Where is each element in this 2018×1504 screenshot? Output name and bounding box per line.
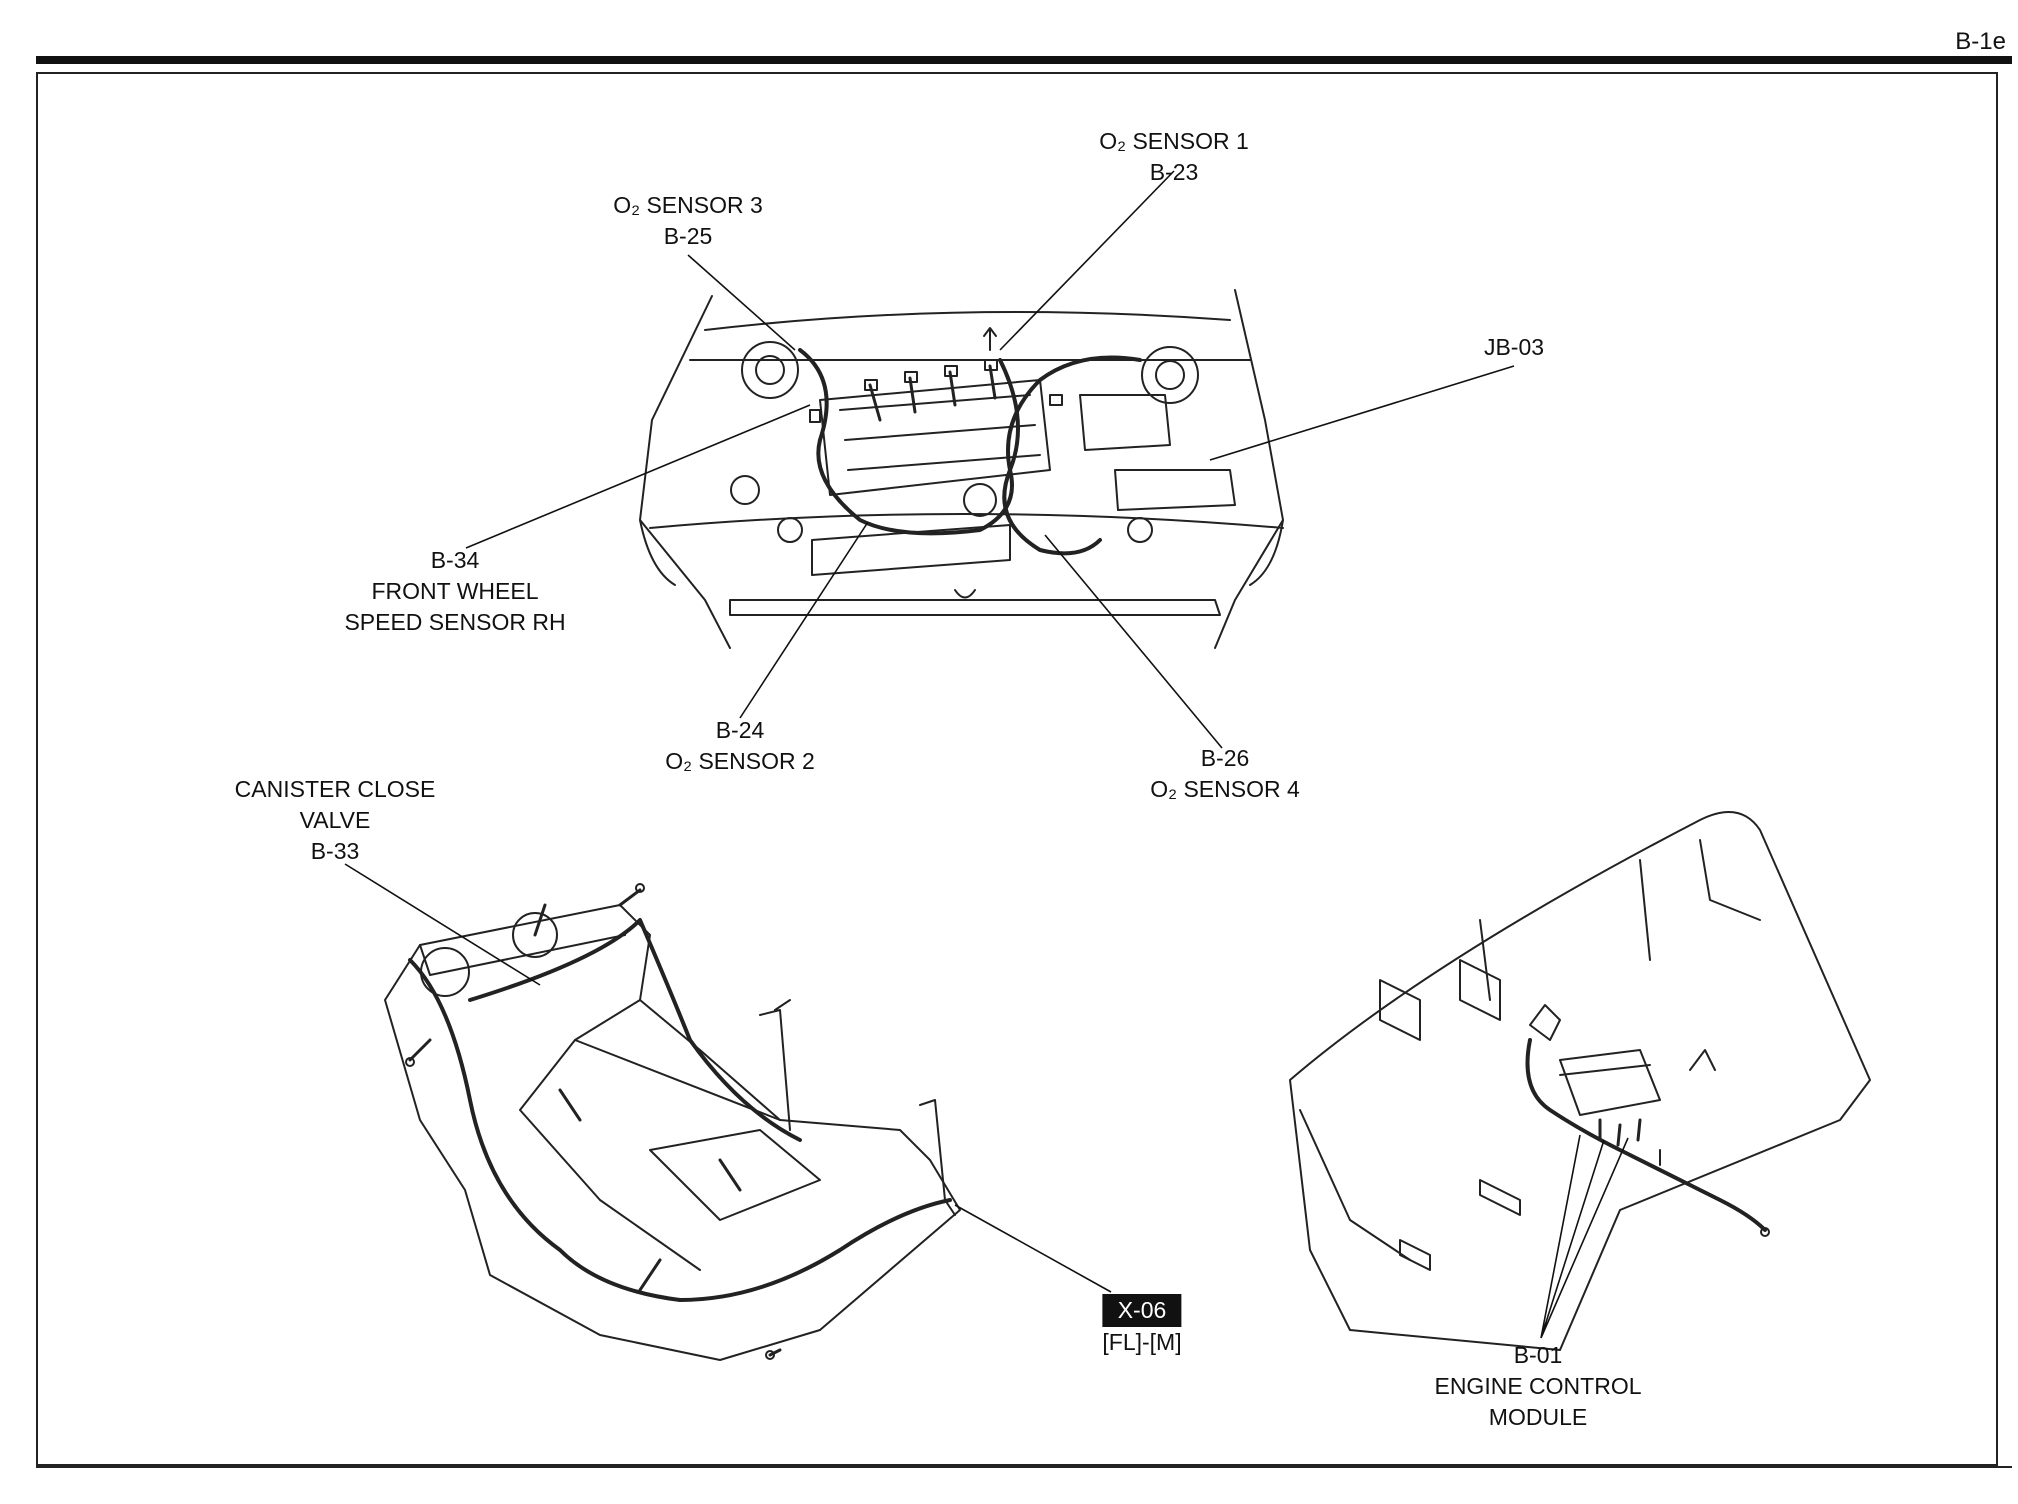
connector-code: B-01 <box>1513 1342 1563 1368</box>
callout-label: O₂ SENSOR 2 <box>665 748 815 774</box>
callout-label: CANISTER CLOSE <box>234 776 436 802</box>
connector-code: B-33 <box>310 838 360 864</box>
page-id: B-1e <box>1955 28 2006 55</box>
callout-label: ENGINE CONTROL <box>1434 1373 1642 1399</box>
connector-position: [FL]-[M] <box>1102 1329 1182 1355</box>
connector-code: B-34 <box>430 547 480 573</box>
connector-code: B-25 <box>663 223 713 249</box>
connector-badge: X-06 <box>1102 1294 1182 1327</box>
connector-code: JB-03 <box>1483 334 1545 360</box>
top-rule <box>36 56 2012 64</box>
callout-label: MODULE <box>1488 1404 1588 1430</box>
callout-o2-sensor-2: B-24 O₂ SENSOR 2 <box>665 715 815 777</box>
callout-label: VALVE <box>299 807 371 833</box>
dashboard-ecm-drawing <box>1289 811 1871 1351</box>
callout-label: O₂ SENSOR 3 <box>613 192 763 218</box>
floor-harness-drawing <box>384 883 961 1361</box>
callout-label: O₂ SENSOR 1 <box>1099 128 1249 154</box>
callout-label: FRONT WHEEL <box>371 578 539 604</box>
callout-front-wheel-speed-sensor: B-34 FRONT WHEEL SPEED SENSOR RH <box>344 545 565 638</box>
callout-o2-sensor-3: O₂ SENSOR 3 B-25 <box>613 190 763 252</box>
callout-canister-close-valve: CANISTER CLOSE VALVE B-33 <box>235 774 436 867</box>
connector-code: B-26 <box>1200 745 1250 771</box>
connector-code: B-23 <box>1149 159 1199 185</box>
callout-label: SPEED SENSOR RH <box>344 609 566 635</box>
callout-x-06: X-06 [FL]-[M] <box>1102 1294 1182 1358</box>
diagram-frame <box>36 72 1998 1466</box>
callout-label: O₂ SENSOR 4 <box>1150 776 1300 802</box>
callout-o2-sensor-4: B-26 O₂ SENSOR 4 <box>1150 743 1300 805</box>
callout-engine-control-module: B-01 ENGINE CONTROL MODULE <box>1434 1340 1641 1433</box>
callout-jb-03: JB-03 <box>1484 332 1544 363</box>
engine-bay-drawing <box>639 289 1284 649</box>
bottom-rule <box>36 1466 2012 1468</box>
leader-lines <box>344 170 1629 1339</box>
callout-o2-sensor-1: O₂ SENSOR 1 B-23 <box>1099 126 1249 188</box>
connector-code: B-24 <box>715 717 765 743</box>
